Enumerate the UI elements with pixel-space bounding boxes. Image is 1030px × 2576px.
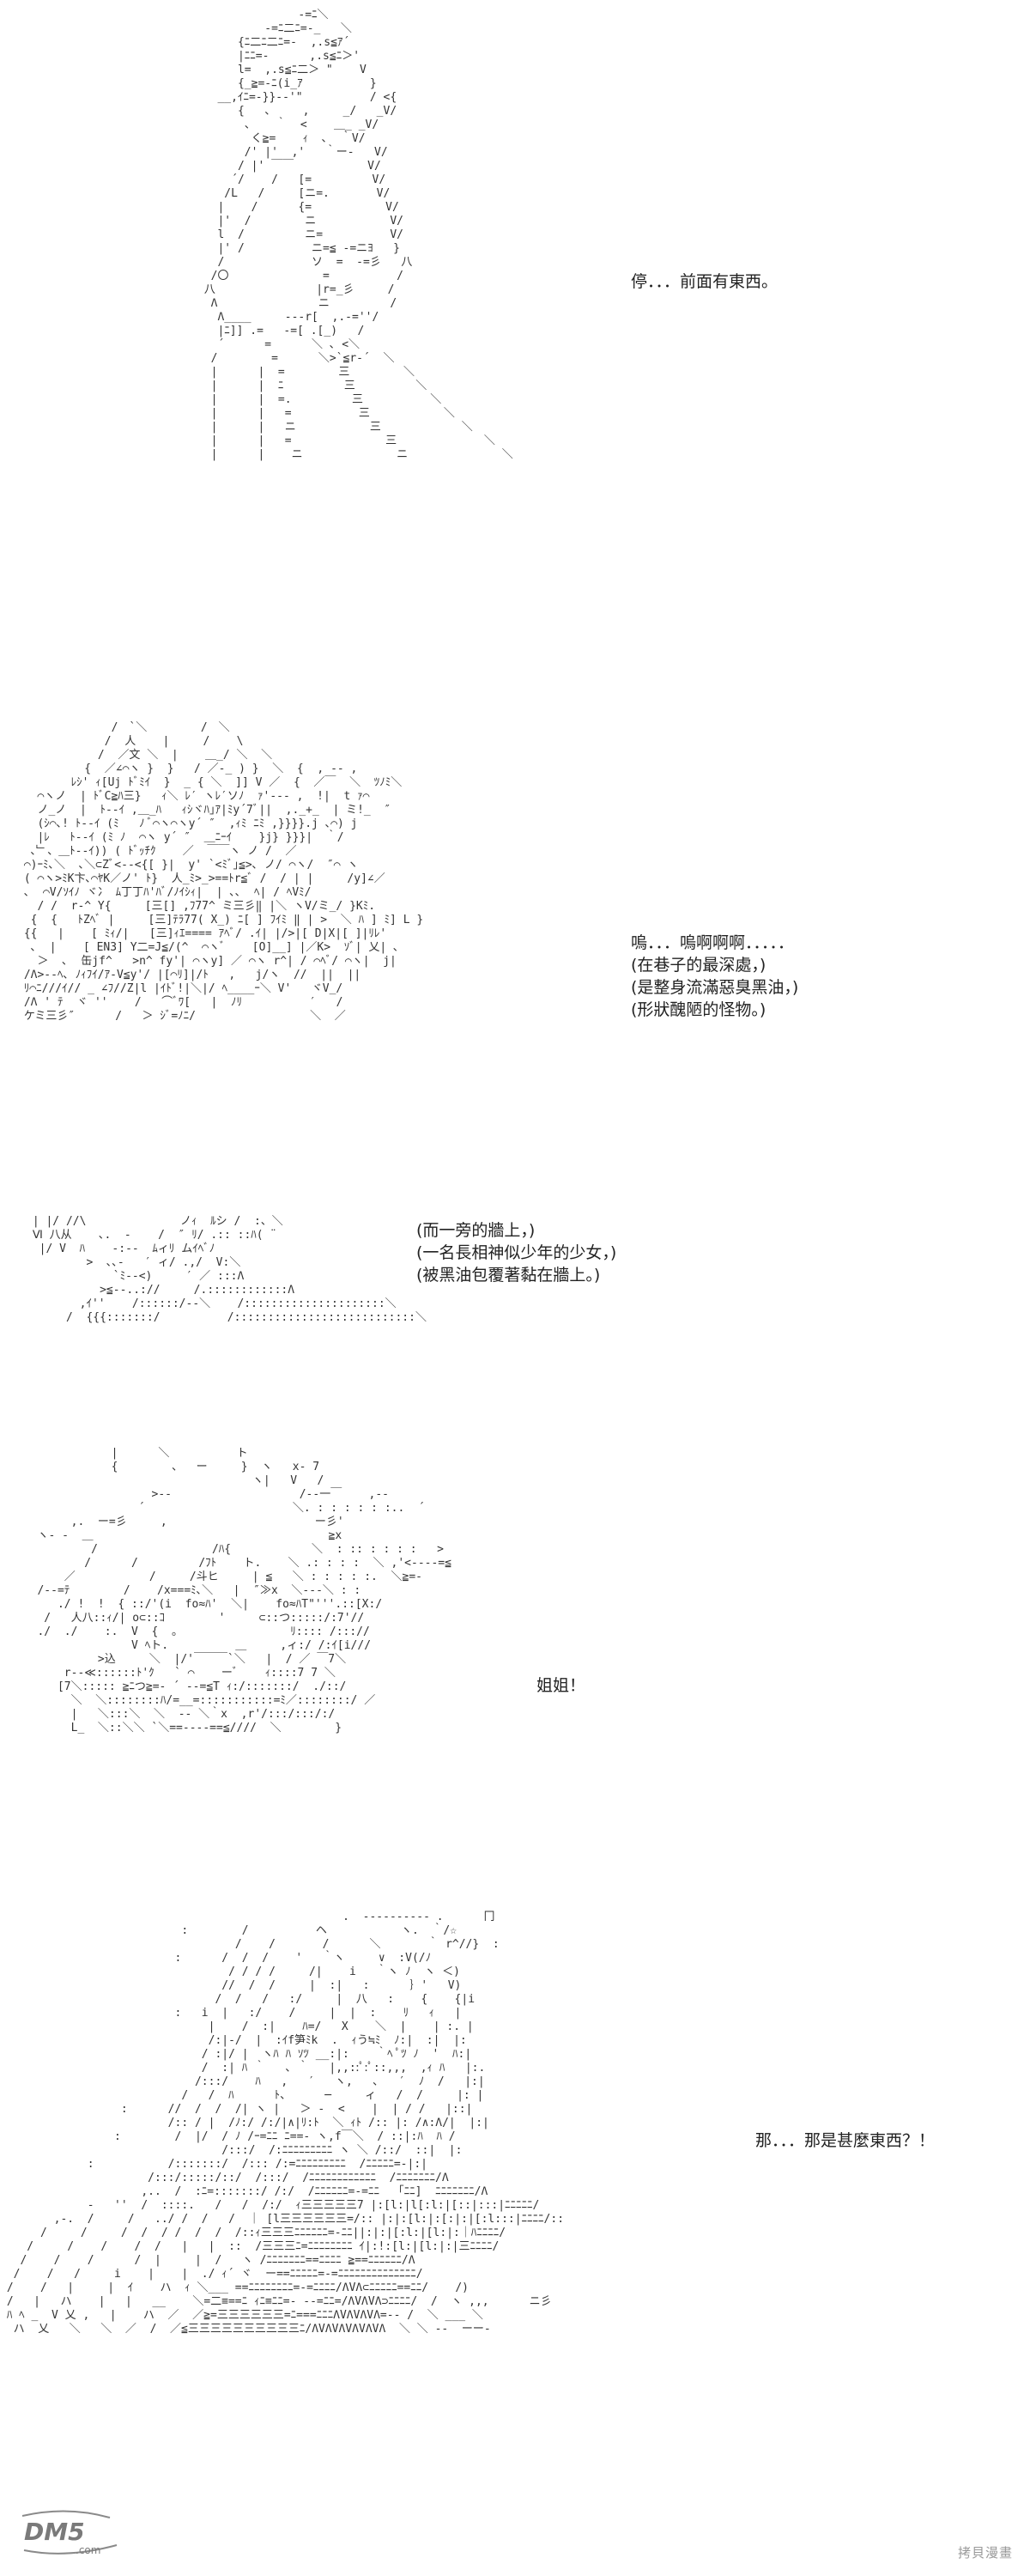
speech-line: (形狀醜陋的怪物。) <box>631 1000 766 1019</box>
panel-3-speech: (而一旁的牆上，) (一名長相神似少年的少女，) (被黑油包覆著黏在牆上。) <box>416 1219 616 1286</box>
panel-5: . ---------- . 冂 : / ヘ ヽ. ｀/☆ / / / ＼ ｀ … <box>0 1911 1030 2576</box>
site-watermark: 拷貝漫畫 <box>957 2545 1013 2561</box>
speech-line: (被黑油包覆著黏在牆上。) <box>416 1266 601 1285</box>
speech-line: 嗚．．．嗚啊啊啊．．．．． <box>631 933 795 952</box>
panel-1: -=ﾆ＼ -=ﾆ二ﾆ=-_ ＼ {ﾆ二ﾆ二ﾆ=- ,.s≦ｱ´ |ﾆﾆ=- ,.… <box>0 0 1030 704</box>
panel-4-ascii-art: | ＼ ト { 、 ー } ヽ x- 7 ヽ| V / >-- /--一￣ ,-… <box>37 1447 451 1735</box>
panel-1-speech: 停．．．前面有東西。 <box>631 270 778 293</box>
panel-2: /￣`＼ /￣＼ / 人 | / \ / ／文 ＼ | ＿_/ ＼ ＼ { ／∠… <box>0 713 1030 1194</box>
panel-1-ascii-art: -=ﾆ＼ -=ﾆ二ﾆ=-_ ＼ {ﾆ二ﾆ二ﾆ=- ,.s≦ｱ´ |ﾆﾆ=- ,.… <box>203 9 513 461</box>
panel-2-ascii-art: /￣`＼ /￣＼ / 人 | / \ / ／文 ＼ | ＿_/ ＼ ＼ { ／∠… <box>23 721 424 1023</box>
speech-line: 那．．．那是甚麼東西？！ <box>755 2131 936 2150</box>
speech-line: 姐姐！ <box>536 1676 586 1695</box>
speech-line: (而一旁的牆上，) <box>416 1221 536 1240</box>
panel-5-ascii-art: . ---------- . 冂 : / ヘ ヽ. ｀/☆ / / / ＼ ｀ … <box>6 1911 565 2336</box>
dm5-logo-text: DM5 <box>24 2518 85 2546</box>
panel-5-speech: 那．．．那是甚麼東西？！ <box>755 2129 935 2152</box>
panel-2-speech: 嗚．．．嗚啊啊啊．．．．． (在巷子的最深處，) (是整身流滿惡臭黑油，) (形… <box>631 932 798 1021</box>
panel-3: | |/ //\ ノｨ ﾙシ / :、＼ Ⅵ 八从 ､. - / ″ ﾘ/ .:… <box>0 1202 1030 1425</box>
speech-line: 停．．．前面有東西。 <box>631 272 779 291</box>
dm5-logo-sub: .com <box>76 2544 100 2556</box>
speech-line: (是整身流滿惡臭黑油，) <box>631 978 799 997</box>
panel-4-speech: 姐姐！ <box>536 1674 585 1697</box>
panel-3-ascii-art: | |/ //\ ノｨ ﾙシ / :、＼ Ⅵ 八从 ､. - / ″ ﾘ/ .:… <box>32 1215 427 1324</box>
speech-line: (一名長相神似少年的少女，) <box>416 1243 617 1262</box>
dm5-logo: DM5 .com <box>21 2510 118 2556</box>
speech-line: (在巷子的最深處，) <box>631 956 766 975</box>
panel-4: | ＼ ト { 、 ー } ヽ x- 7 ヽ| V / >-- /--一￣ ,-… <box>0 1443 1030 1906</box>
